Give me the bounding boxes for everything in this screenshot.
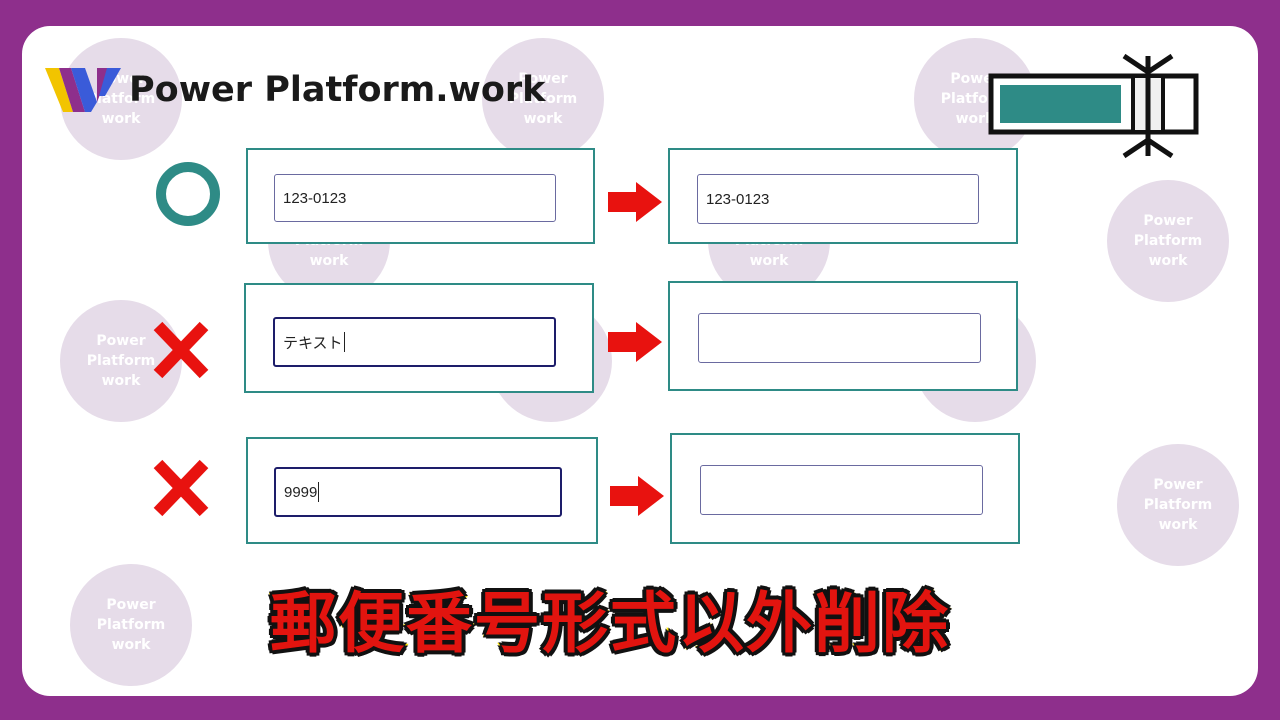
circle-icon [156, 162, 220, 226]
input-value: テキスト [283, 334, 343, 352]
result-value: 123-0123 [706, 190, 770, 208]
input-panel: テキスト [244, 283, 594, 393]
arrow-right-icon [610, 476, 664, 516]
input-value: 9999 [284, 483, 318, 501]
text-caret [318, 482, 320, 502]
text-input-icon [988, 53, 1199, 159]
postal-code-input[interactable]: 123-0123 [274, 174, 556, 222]
postal-code-input[interactable]: テキスト [273, 317, 556, 367]
cross-icon [153, 459, 209, 517]
watermark-logo: Power Platform work [70, 564, 192, 686]
postal-code-input[interactable]: 9999 [274, 467, 562, 517]
text-caret [343, 332, 345, 352]
brand-name: Power Platform.work [129, 70, 546, 110]
result-field[interactable]: 123-0123 [697, 174, 979, 224]
watermark-logo: Power Platform work [482, 38, 604, 160]
watermark-logo: Power Platform work [1107, 180, 1229, 302]
input-value: 123-0123 [283, 189, 347, 207]
arrow-right-icon [608, 322, 662, 362]
result-panel [670, 433, 1020, 544]
brand-logo: Power Platform.work [45, 66, 545, 114]
watermark-logo: Power Platform work [1117, 444, 1239, 566]
arrow-right-icon [608, 182, 662, 222]
watermark-logo: Power Platform work [60, 300, 182, 422]
result-panel: 123-0123 [668, 148, 1018, 244]
result-panel [668, 281, 1018, 391]
input-panel: 9999 [246, 437, 598, 544]
cross-icon [153, 321, 209, 379]
power-platform-logo-icon [45, 68, 121, 112]
result-field[interactable] [700, 465, 983, 515]
input-panel: 123-0123 [246, 148, 595, 244]
result-field[interactable] [698, 313, 981, 363]
caption-title: 郵便番号形式以外削除 [268, 583, 950, 664]
